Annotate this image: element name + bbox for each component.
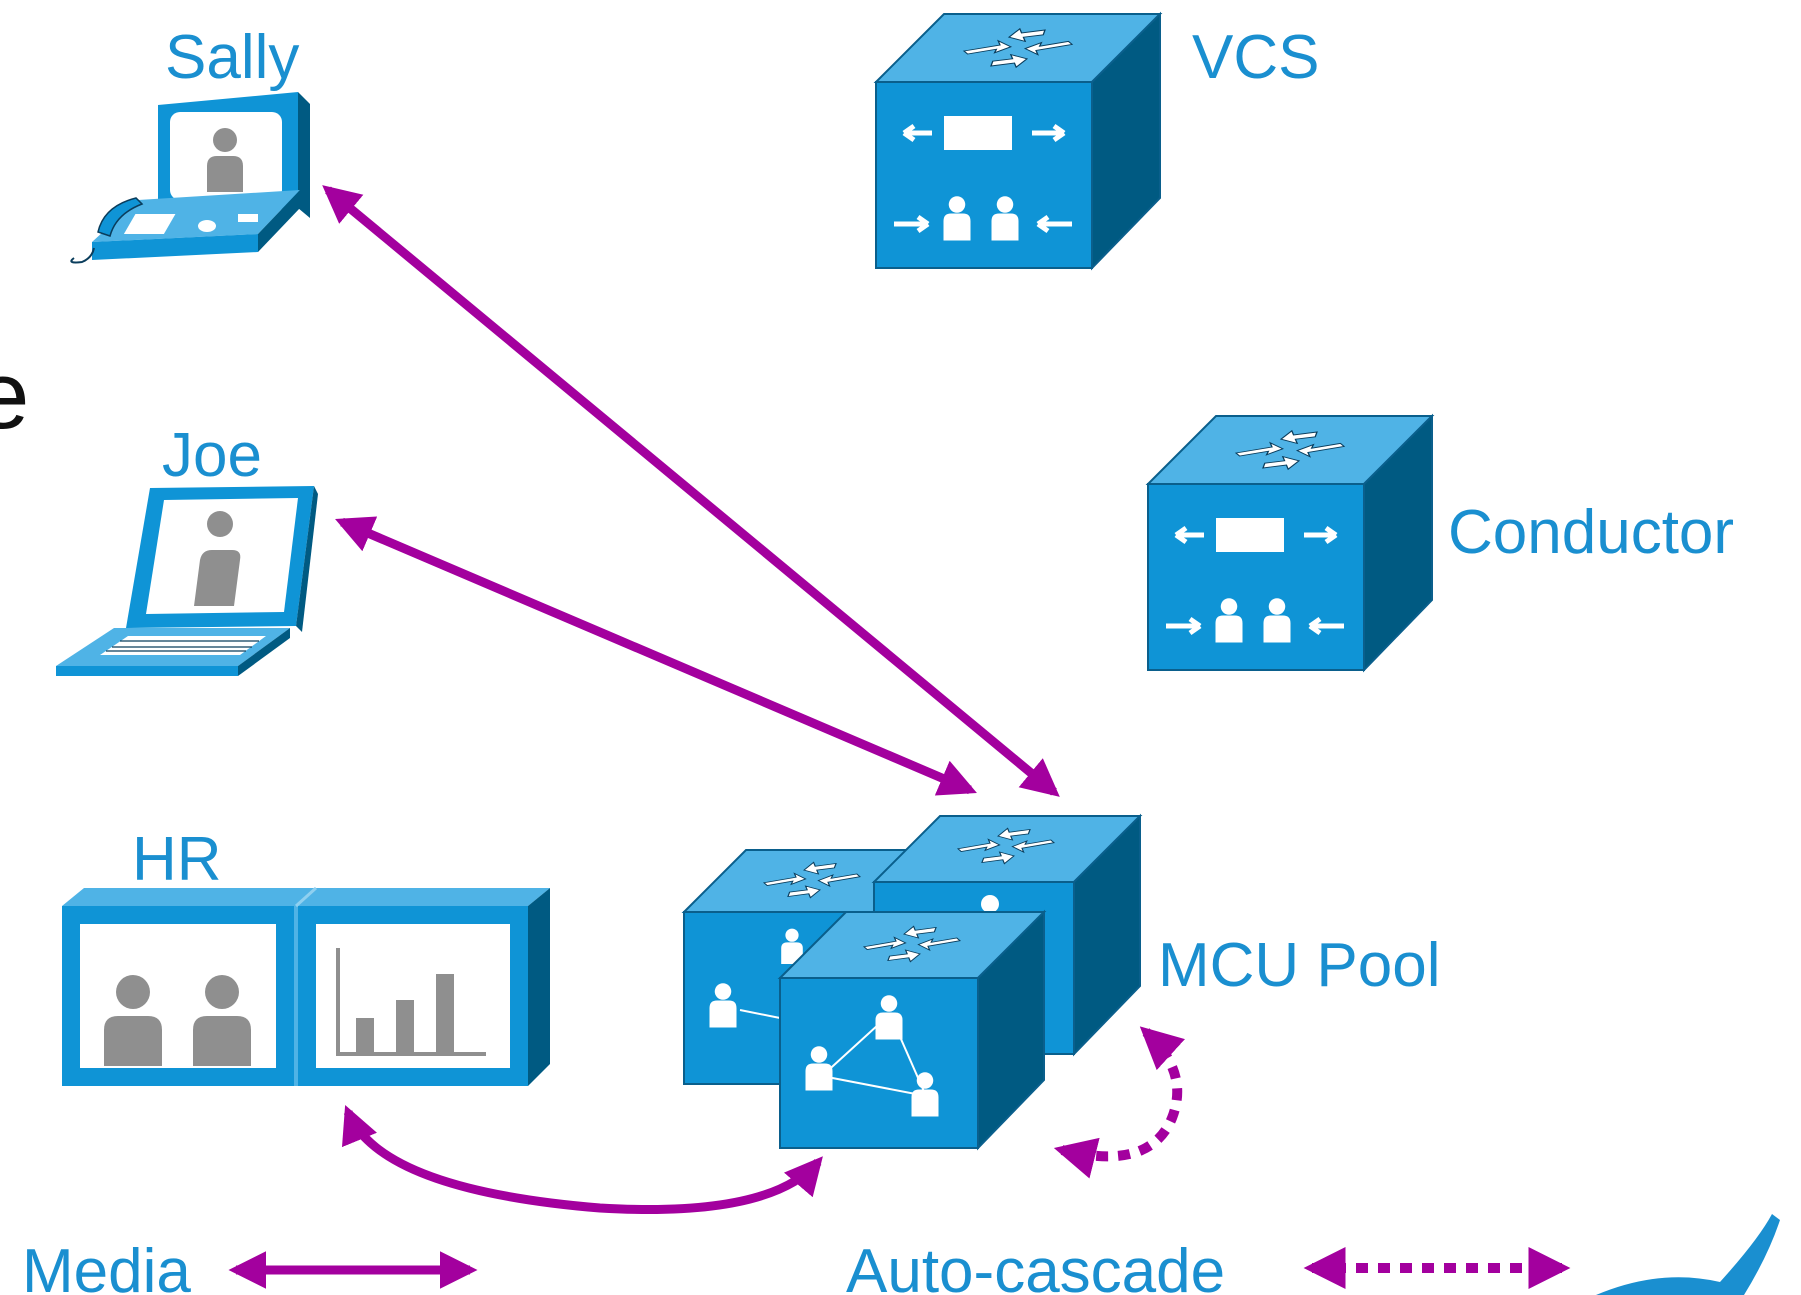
media-connection-joe-mcu (335, 516, 977, 796)
auto-cascade-connection (1053, 1026, 1185, 1179)
cut-off-letter: e (0, 342, 29, 449)
vcs-label: VCS (1192, 23, 1319, 92)
decorative-swoosh (1596, 1214, 1780, 1295)
mcu-pool-icon (681, 813, 1143, 1151)
sally-label: Sally (165, 23, 299, 92)
laptop-icon (56, 486, 318, 676)
telepresence-room-icon (62, 886, 550, 1086)
media-connection-hr-mcu (342, 1105, 823, 1214)
mcu-pool-label: MCU Pool (1158, 931, 1441, 1000)
media-connection-sally-mcu (322, 185, 1060, 797)
hr-label: HR (132, 825, 222, 894)
conductor-server-icon (1145, 413, 1435, 673)
legend: Media Auto-cascade (22, 1237, 1571, 1295)
legend-media-label: Media (22, 1237, 191, 1295)
mcu-cube-front (777, 909, 1047, 1151)
joe-label: Joe (162, 421, 262, 490)
legend-auto-cascade-label: Auto-cascade (846, 1237, 1225, 1295)
conductor-label: Conductor (1448, 498, 1734, 567)
video-phone-icon (70, 92, 310, 264)
vcs-server-icon (873, 11, 1163, 271)
